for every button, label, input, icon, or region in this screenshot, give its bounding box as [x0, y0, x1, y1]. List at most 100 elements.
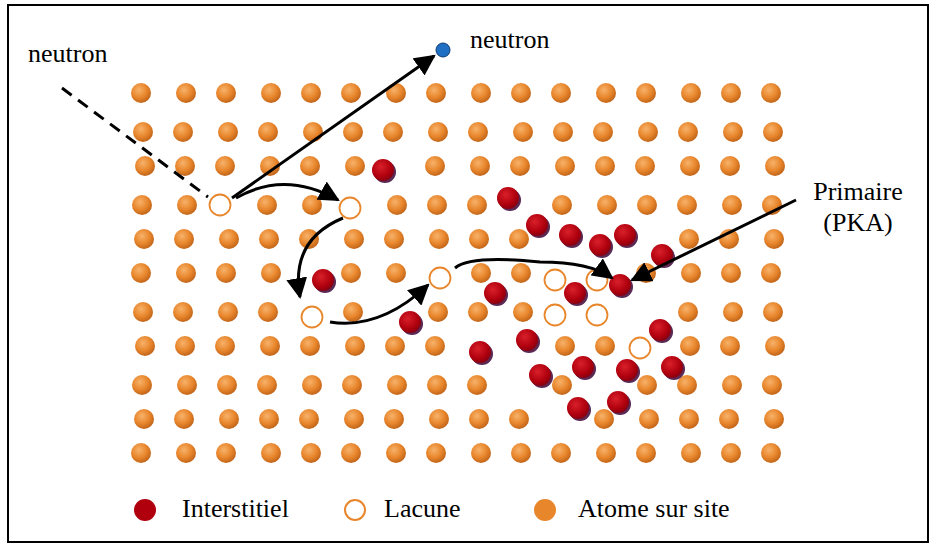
lattice-atom [131, 443, 151, 463]
lattice-atom [637, 375, 657, 395]
legend-swatch [344, 499, 366, 521]
lattice-atom [513, 122, 533, 142]
lattice-atom [384, 229, 404, 249]
lattice-atom [216, 443, 236, 463]
lattice-atom [426, 443, 446, 463]
lattice-atom [176, 263, 196, 283]
lattice-atom [303, 122, 323, 142]
lattice-atom [681, 263, 701, 283]
lattice-atom [261, 263, 281, 283]
lattice-atom [259, 409, 279, 429]
lattice-atom [720, 156, 740, 176]
lattice-atom [470, 156, 490, 176]
lattice-atom [385, 336, 405, 356]
lattice-atom [596, 443, 616, 463]
lattice-atom [721, 443, 741, 463]
annotation-label: neutron [28, 38, 107, 69]
lattice-atom [765, 156, 785, 176]
lattice-atom [593, 122, 613, 142]
lattice-atom [722, 375, 742, 395]
interstitial [607, 391, 629, 413]
lattice-atom [342, 375, 362, 395]
lattice-atom [471, 83, 491, 103]
lattice-atom [765, 336, 785, 356]
lattice-atom [679, 229, 699, 249]
lattice-atom [721, 263, 741, 283]
lattice-atom [551, 443, 571, 463]
vacancy [210, 195, 231, 216]
lattice-atom [761, 263, 781, 283]
scattered-neutron-path [232, 56, 434, 198]
lattice-atom [680, 336, 700, 356]
lattice-atom [299, 409, 319, 429]
lattice-atom [635, 156, 655, 176]
lattice-atom [258, 122, 278, 142]
lattice-atom [595, 156, 615, 176]
lattice-atom [636, 443, 656, 463]
lattice-atom [513, 302, 533, 322]
lattice-atom [217, 375, 237, 395]
lattice-atom [177, 375, 197, 395]
lattice-atom [721, 83, 741, 103]
frame [8, 5, 928, 542]
vacancy [545, 270, 566, 291]
lattice-atom [553, 122, 573, 142]
lattice-atom [637, 195, 657, 215]
lattice-atom [216, 83, 236, 103]
lattice-atom [552, 195, 572, 215]
interstitial [564, 282, 586, 304]
lattice-atom [596, 83, 616, 103]
lattice-atom [761, 443, 781, 463]
lattice-atom [468, 302, 488, 322]
annotation-label: Primaire (PKA) [800, 176, 916, 238]
interstitial [649, 319, 671, 341]
lattice-atom [638, 122, 658, 142]
lattice-atom [469, 409, 489, 429]
lattice-atom [132, 375, 152, 395]
lattice-atom [302, 195, 322, 215]
lattice-atom [719, 409, 739, 429]
lattice-atom [723, 302, 743, 322]
lattice-atom [259, 229, 279, 249]
lattice-atom [763, 302, 783, 322]
lattice-atom [509, 229, 529, 249]
lattice-atom [511, 83, 531, 103]
lattice-atom [344, 409, 364, 429]
lattice-atom [636, 83, 656, 103]
vacancy [587, 305, 608, 326]
lattice-atom [302, 375, 322, 395]
lattice-atom [345, 156, 365, 176]
interstitial [572, 356, 594, 378]
interstitial [399, 311, 421, 333]
lattice-atom [427, 195, 447, 215]
lattice-atom [471, 443, 491, 463]
recoil-arrow [455, 260, 612, 278]
lattice-atom [261, 83, 281, 103]
incident-neutron-path [62, 88, 208, 197]
recoil-arrow [236, 184, 338, 200]
lattice-atom [639, 409, 659, 429]
lattice-atom [173, 302, 193, 322]
lattice-atom [257, 375, 277, 395]
neutron-dot [436, 43, 450, 57]
interstitial [516, 329, 538, 351]
lattice-atom [383, 122, 403, 142]
lattice-atom [135, 156, 155, 176]
interstitial [469, 341, 491, 363]
lattice-atom [678, 122, 698, 142]
lattice-atom [215, 156, 235, 176]
annotation-label: neutron [470, 24, 549, 55]
interstitial [497, 187, 519, 209]
lattice-atom [595, 336, 615, 356]
lattice-atom [428, 302, 448, 322]
atom-lattice [131, 83, 785, 463]
vacancy [302, 307, 323, 328]
lattice-atom [131, 83, 151, 103]
vacancy [340, 198, 361, 219]
lattice-atom [678, 302, 698, 322]
pka-leader [632, 200, 796, 280]
interstitial [372, 159, 394, 181]
lattice-atom [467, 195, 487, 215]
lattice-atom [133, 122, 153, 142]
interstitial [589, 234, 611, 256]
